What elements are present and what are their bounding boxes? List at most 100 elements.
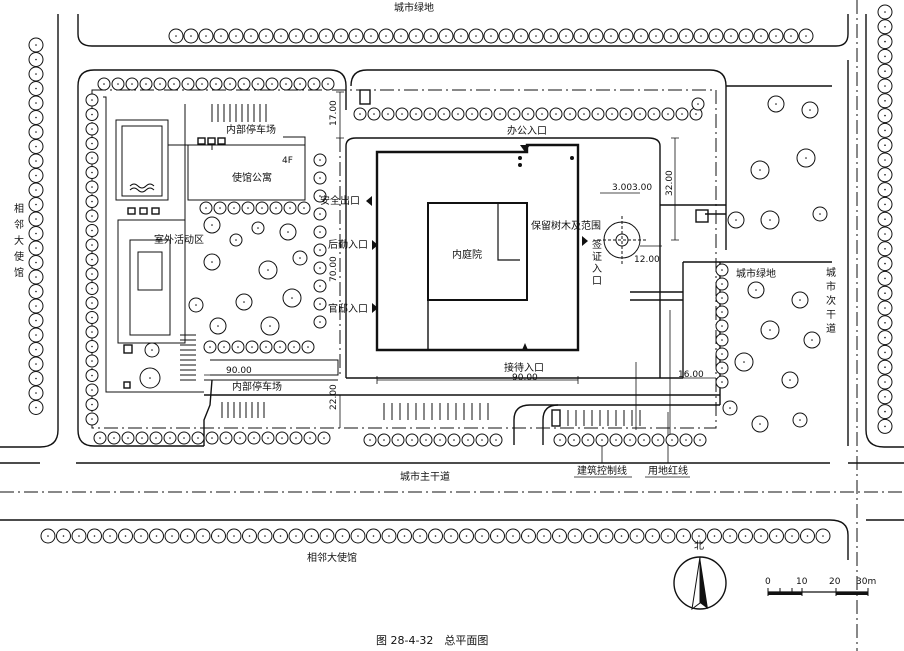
tree-trunk-dot — [103, 83, 105, 85]
dim-tree-to-building: 12.00 — [634, 255, 660, 265]
tree-trunk-dot — [415, 113, 417, 115]
tree-trunk-dot — [403, 535, 406, 537]
tree-trunk-dot — [884, 292, 886, 295]
tree-trunk-dot — [799, 299, 801, 301]
tree-trunk-dot — [313, 83, 315, 85]
label-outdoor-activity: 室外活动区 — [154, 233, 204, 246]
pool-waves — [129, 183, 155, 193]
tree-trunk-dot — [884, 233, 886, 235]
dim-tree-offset-a: 3.00 — [612, 183, 632, 193]
label-inner-parking-bottom: 内部停车场 — [232, 380, 282, 393]
label-reception-entrance: 接待入口 — [504, 361, 544, 374]
tree-trunk-dot — [269, 325, 271, 327]
tree-trunk-dot — [35, 276, 37, 278]
tree-trunk-dot — [235, 239, 237, 241]
tree-trunk-dot — [319, 249, 321, 251]
tree-trunk-dot — [211, 437, 213, 439]
label-visa-entrance-char: 口 — [592, 276, 602, 287]
tree-trunk-dot — [625, 113, 627, 115]
tree-trunk-dot — [309, 437, 311, 439]
tree-trunk-dot — [229, 83, 231, 85]
label-neighbor-bottom: 相邻大使馆 — [307, 551, 357, 564]
tree-trunk-dot — [884, 144, 886, 146]
tree-trunk-dot — [430, 35, 432, 37]
label-preserved-tree: 保留树木及范围 — [531, 219, 601, 232]
tree-trunk-dot — [791, 535, 793, 537]
tree-trunk-dot — [520, 35, 522, 37]
tree-trunk-dot — [261, 207, 263, 209]
tree-trunk-dot — [443, 113, 445, 115]
tree-trunk-dot — [884, 100, 886, 102]
tree-trunk-dot — [35, 261, 37, 264]
trees — [28, 4, 893, 544]
tree-trunk-dot — [369, 439, 371, 441]
tree-trunk-dot — [35, 87, 37, 90]
scale-tick-0: 0 — [765, 577, 771, 587]
tree-trunk-dot — [299, 83, 301, 85]
tree-trunk-dot — [35, 131, 37, 133]
tree-trunk-dot — [186, 535, 189, 537]
scale-bar: 0 10 20 30m — [765, 577, 876, 596]
tree-trunk-dot — [155, 437, 157, 439]
tree-trunk-dot — [429, 113, 431, 115]
tree-trunk-dot — [884, 55, 886, 58]
tree-trunk-dot — [91, 113, 93, 116]
tree-trunk-dot — [445, 35, 447, 37]
tree-trunk-dot — [145, 83, 147, 85]
tree-trunk-dot — [35, 218, 37, 220]
label-neighbor-left-char: 馆 — [14, 266, 24, 279]
tree-trunk-dot — [467, 439, 469, 441]
tree-trunk-dot — [819, 213, 821, 215]
tree-trunk-dot — [326, 535, 328, 537]
dimension-lines — [204, 91, 716, 428]
label-city-secondary-road-char: 市 — [826, 280, 836, 293]
tree-trunk-dot — [789, 379, 791, 381]
tree-trunk-dot — [495, 439, 497, 441]
tree-trunk-dot — [319, 159, 321, 161]
label-building-control-line: 建筑控制线 — [577, 464, 627, 477]
label-safety-exit: 安全出口 — [320, 194, 360, 207]
label-visa-entrance-char: 签 — [592, 238, 602, 251]
tree-trunk-dot — [35, 363, 37, 365]
label-city-secondary-road-char: 道 — [826, 322, 836, 335]
tree-trunk-dot — [295, 535, 297, 537]
tree-trunk-dot — [512, 535, 514, 537]
tree-trunk-dot — [806, 535, 809, 537]
tree-trunk-dot — [721, 353, 723, 355]
tree-trunk-dot — [610, 35, 612, 37]
tree-trunk-dot — [667, 535, 669, 537]
tree-trunk-dot — [140, 535, 142, 537]
tree-trunk-dot — [253, 437, 255, 439]
tree-trunk-dot — [35, 334, 37, 336]
main-building — [375, 143, 580, 352]
tree-trunk-dot — [884, 336, 886, 339]
tree-trunk-dot — [299, 257, 301, 259]
tree-trunk-dot — [799, 419, 801, 421]
tree-trunk-dot — [35, 44, 37, 46]
tree-trunk-dot — [721, 297, 723, 299]
tree-trunk-dot — [35, 160, 37, 162]
tree-trunk-dot — [319, 195, 321, 197]
tree-trunk-dot — [35, 392, 37, 394]
tree-trunk-dot — [359, 113, 361, 115]
tree-trunk-dot — [884, 410, 886, 413]
tree-trunk-dot — [319, 303, 321, 305]
tree-trunk-dot — [265, 346, 267, 348]
tree-trunk-dot — [35, 189, 37, 191]
tree-trunk-dot — [589, 535, 592, 537]
tree-trunk-dot — [91, 258, 93, 261]
tree-trunk-dot — [769, 219, 771, 221]
tree-trunk-dot — [485, 113, 487, 115]
tree-trunk-dot — [527, 535, 530, 537]
tree-trunk-dot — [223, 346, 225, 348]
tree-trunk-dot — [219, 207, 221, 209]
tree-trunk-dot — [884, 114, 886, 117]
tree-trunk-dot — [730, 35, 732, 37]
tree-trunk-dot — [884, 366, 886, 369]
tree-trunk-dot — [93, 535, 96, 537]
tree-trunk-dot — [481, 439, 483, 441]
tree-trunk-dot — [35, 232, 37, 235]
tree-trunk-dot — [267, 269, 269, 271]
vertical-labels: 相邻大使馆城市次干道签证入口 — [14, 202, 836, 335]
tree-trunk-dot — [884, 203, 886, 206]
